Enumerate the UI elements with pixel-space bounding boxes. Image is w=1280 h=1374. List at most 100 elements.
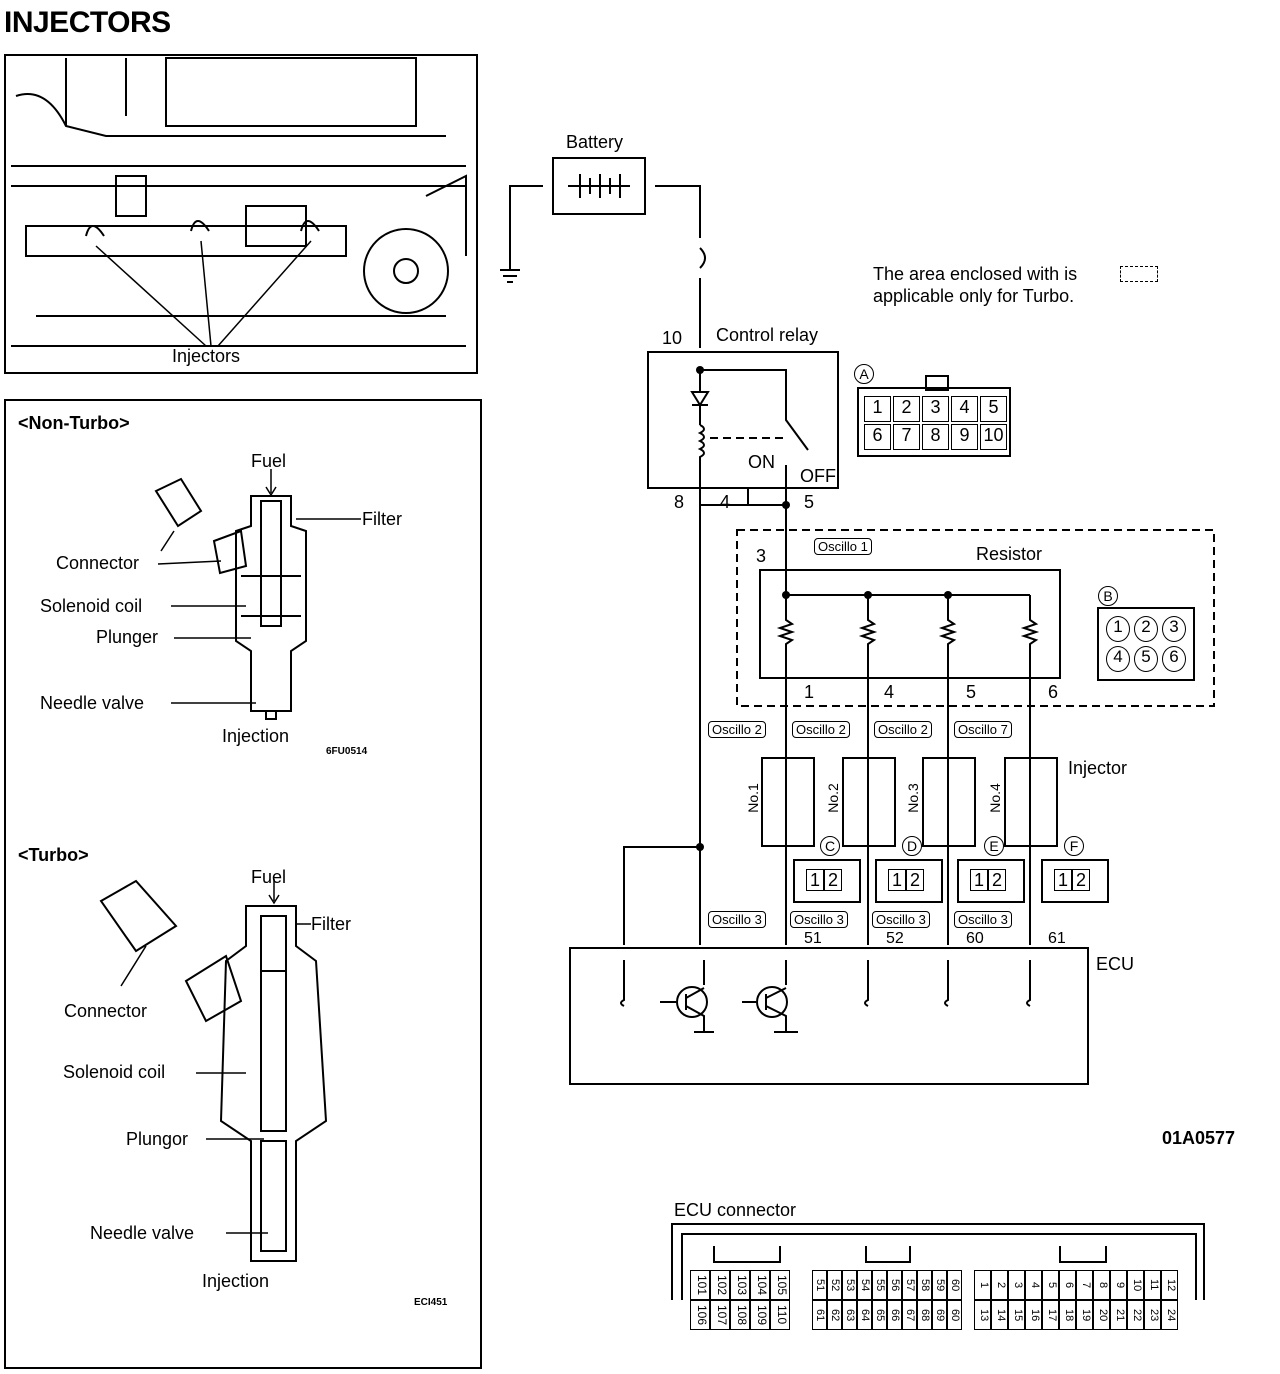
ecu-pin: 65 (872, 1300, 887, 1330)
ecu-pin: 104 (750, 1270, 770, 1300)
connector-a-pin: 7 (893, 424, 920, 450)
turbo-code: ECI451 (414, 1297, 448, 1308)
pin-2: 2 (1072, 869, 1091, 891)
nonturbo-heading: <Non-Turbo> (18, 413, 130, 433)
turbo-heading: <Turbo> (18, 845, 89, 865)
ecu-pin: 61 (812, 1300, 827, 1330)
nonturbo-connector-label: Connector (56, 553, 140, 573)
control-relay-box (647, 351, 839, 489)
pin-2: 2 (988, 869, 1007, 891)
ecu-pin: 69 (932, 1300, 947, 1330)
ecu-pin: 6 (1059, 1270, 1076, 1300)
resistor-pin-4: 4 (884, 682, 895, 702)
oscillo-3-tag: Oscillo 3 (790, 911, 848, 928)
ecu-pin: 62 (827, 1300, 842, 1330)
ecu-pin: 24 (1161, 1300, 1178, 1330)
injector-no1: No.1 (744, 783, 761, 813)
turbo-plunger-label: Plungor (126, 1129, 189, 1149)
connector-b-pin: 6 (1162, 646, 1186, 672)
pin-1: 1 (1054, 869, 1073, 891)
ecu-connector-shell (671, 1223, 1205, 1300)
oscillo-7-tag: Oscillo 7 (954, 721, 1012, 738)
ecu-pin: 52 (827, 1270, 842, 1300)
ecu-pin: 21 (1110, 1300, 1127, 1330)
engine-illustration (11, 57, 467, 347)
ecu-pin: 12 (1161, 1270, 1178, 1300)
ecu-pin: 60 (947, 1270, 962, 1300)
injector-box-3 (922, 757, 976, 847)
turbo-connector-label: Connector (64, 1001, 148, 1021)
ecu-pin: 20 (1093, 1300, 1110, 1330)
turbo-solenoid-label: Solenoid coil (63, 1062, 166, 1082)
nonturbo-solenoid-label: Solenoid coil (40, 596, 143, 616)
connector-a-shell (857, 387, 1011, 457)
injector-detail-panel: <Non-Turbo> Fuel Filter Connector Soleno… (4, 399, 482, 1369)
ecu-pin: 103 (730, 1270, 750, 1300)
ecu-pin: 101 (690, 1270, 710, 1300)
ecu-pin: 1 (974, 1270, 991, 1300)
nonturbo-injector-drawing (99, 469, 361, 1262)
connector-a-pin: 4 (951, 396, 978, 422)
connector-a-pin: 1 (864, 396, 891, 422)
ecu-pin: 60 (947, 1300, 962, 1330)
ecu-pin: 109 (750, 1300, 770, 1330)
oscillo-1-tag: Oscillo 1 (814, 538, 872, 555)
connector-d-letter: D (902, 836, 922, 856)
connector-b-grid: 1 2 3 4 5 6 (1106, 616, 1186, 672)
nonturbo-code: 6FU0514 (326, 746, 368, 757)
connector-b-letter: B (1098, 586, 1118, 606)
resistor-label: Resistor (976, 544, 1043, 564)
ecu-pin: 59 (932, 1270, 947, 1300)
relay-pin-10: 10 (662, 328, 683, 348)
resistor-pin-6: 6 (1048, 682, 1059, 702)
ecu-pin: 66 (887, 1300, 902, 1330)
connector-a-pin: 6 (864, 424, 891, 450)
junction-dot (782, 501, 790, 509)
oscillo-2-tag: Oscillo 2 (792, 721, 850, 738)
ecu-pin: 18 (1059, 1300, 1076, 1330)
diagram-code: 01A0577 (1162, 1128, 1236, 1148)
oscillo-3-tag: Oscillo 3 (954, 911, 1012, 928)
battery-symbol (552, 157, 646, 215)
oscillo-3-tag: Oscillo 3 (708, 911, 766, 928)
battery-label: Battery (566, 132, 624, 152)
ecu-pin: 22 (1127, 1300, 1144, 1330)
ecu-pin: 58 (917, 1270, 932, 1300)
ecu-pin: 57 (902, 1270, 917, 1300)
connector-b-pin: 3 (1162, 616, 1186, 642)
ecu-pin-51: 51 (804, 930, 822, 947)
ecu-pin: 68 (917, 1300, 932, 1330)
nonturbo-filter-label: Filter (362, 509, 402, 529)
ecu-pin: 13 (974, 1300, 991, 1330)
connector-b-pin: 1 (1106, 616, 1130, 642)
connector-c-letter: C (820, 836, 840, 856)
pin-1: 1 (970, 869, 989, 891)
page-title: INJECTORS (4, 6, 171, 39)
ecu-pin: 19 (1076, 1300, 1093, 1330)
nonturbo-injection-label: Injection (222, 726, 290, 746)
turbo-fuel-label: Fuel (251, 867, 287, 887)
engine-view-panel: Injectors (4, 54, 478, 374)
ecu-pin: 54 (857, 1270, 872, 1300)
resistor-pin-5: 5 (966, 682, 977, 702)
nonturbo-needle-label: Needle valve (40, 693, 145, 713)
connector-b-pin: 5 (1134, 646, 1158, 672)
resistor-box (759, 569, 1061, 679)
ecu-pin: 14 (991, 1300, 1008, 1330)
connector-e-letter: E (984, 836, 1004, 856)
ecu-pin: 55 (872, 1270, 887, 1300)
ecu-connector-block-3: 1 13 2 14 3 15 4 16 5 17 6 18 7 19 8 20 … (974, 1270, 1178, 1330)
ecu-pin: 2 (991, 1270, 1008, 1300)
ecu-pin: 107 (710, 1300, 730, 1330)
nonturbo-plunger-label: Plunger (96, 627, 159, 647)
relay-pin-5: 5 (804, 492, 815, 512)
ecu-pin: 67 (902, 1300, 917, 1330)
turbo-injection-label: Injection (202, 1271, 270, 1291)
injector-circuit-diagram (500, 157, 1215, 1300)
control-relay-label: Control relay (716, 325, 819, 345)
ecu-pin-52: 52 (886, 930, 904, 947)
ecu-pin: 56 (887, 1270, 902, 1300)
